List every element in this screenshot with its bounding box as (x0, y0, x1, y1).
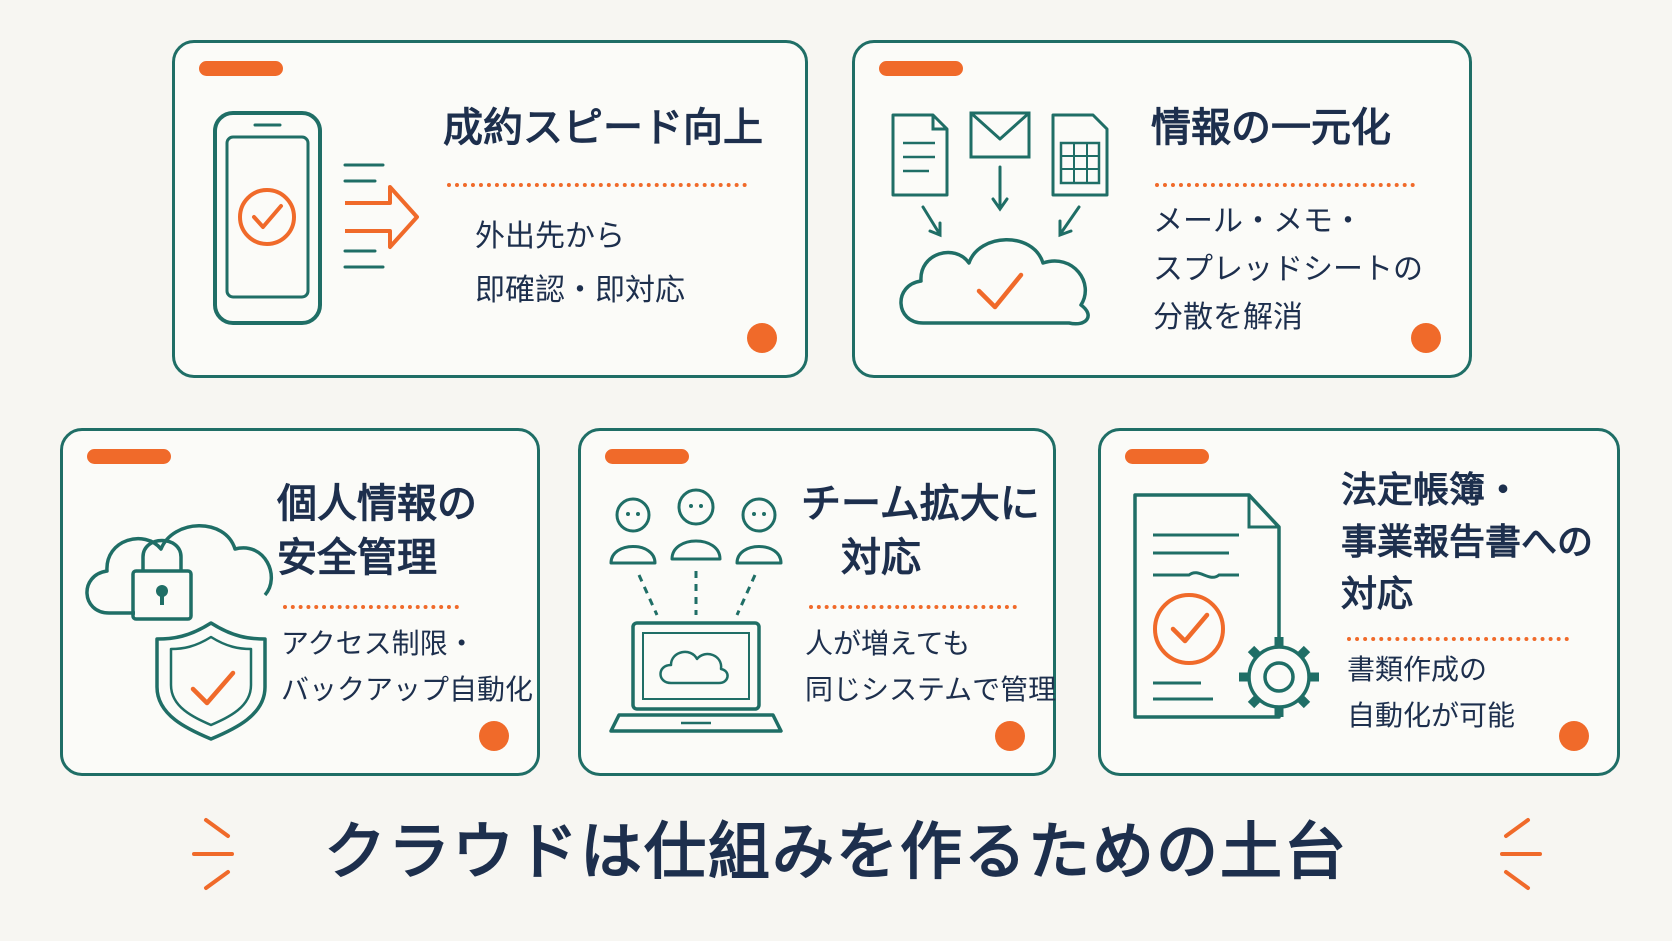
card-description: メール・メモ・ スプレッドシートの 分散を解消 (1153, 198, 1423, 342)
card-title-line: 法定帳簿・ (1341, 470, 1522, 511)
document-gear-check-icon (1133, 493, 1319, 719)
card-description: 人が増えても 同じシステムで管理 (805, 621, 1056, 713)
card-title-line: 対応 (1341, 574, 1414, 615)
card-title-line: 対応 (841, 535, 921, 581)
smartphone-check-icon (213, 111, 419, 325)
card-title-line: 成約スピード向上 (443, 105, 763, 151)
card-title: 個人情報の 安全管理 (277, 477, 477, 585)
card-tab (1125, 449, 1209, 464)
card-title-line: 事業報告書への (1341, 522, 1594, 563)
card-tab (879, 61, 963, 76)
card-desc-line: 外出先から (475, 219, 625, 254)
card-title: 情報の一元化 (1151, 101, 1391, 155)
burst-left-icon (192, 818, 234, 890)
card-title: 成約スピード向上 (443, 101, 763, 155)
card-security: 個人情報の 安全管理 アクセス制限・ バックアップ自動化 (60, 428, 540, 776)
card-desc-line: 即確認・即対応 (475, 273, 685, 308)
card-desc-line: 自動化が可能 (1347, 699, 1516, 732)
card-desc-line: 書類作成の (1347, 653, 1488, 686)
card-tab (605, 449, 689, 464)
card-divider (809, 605, 1017, 609)
card-description: アクセス制限・ バックアップ自動化 (281, 621, 533, 713)
card-description: 外出先から 即確認・即対応 (475, 213, 685, 315)
card-dot (479, 721, 509, 751)
card-divider (447, 183, 747, 187)
card-centralization: 情報の一元化 メール・メモ・ スプレッドシートの 分散を解消 (852, 40, 1472, 378)
card-title-line: チーム拡大に (801, 481, 1040, 527)
card-desc-line: 分散を解消 (1153, 300, 1303, 335)
card-divider (283, 605, 459, 609)
card-speed: 成約スピード向上 外出先から 即確認・即対応 (172, 40, 808, 378)
card-dot (995, 721, 1025, 751)
card-team: チーム拡大に 対応 人が増えても 同じシステムで管理 (578, 428, 1056, 776)
card-desc-line: メール・メモ・ (1153, 204, 1363, 239)
card-title-line: 個人情報の (277, 481, 477, 527)
card-description: 書類作成の 自動化が可能 (1347, 647, 1515, 739)
card-dot (747, 323, 777, 353)
card-tab (199, 61, 283, 76)
card-title: チーム拡大に 対応 (801, 477, 1040, 585)
card-desc-line: 同じシステムで管理 (805, 673, 1057, 706)
card-title: 法定帳簿・ 事業報告書への 対応 (1341, 465, 1593, 621)
card-desc-line: アクセス制限・ (281, 627, 476, 660)
cloud-lock-shield-icon (85, 524, 273, 741)
card-desc-line: 人が増えても (805, 627, 971, 660)
card-divider (1347, 637, 1569, 641)
card-dot (1411, 323, 1441, 353)
footer-tagline: クラウドは仕組みを作るための土台 (323, 815, 1348, 888)
card-desc-line: バックアップ自動化 (281, 673, 534, 706)
card-title-line: 安全管理 (277, 535, 437, 581)
card-desc-line: スプレッドシートの (1153, 252, 1423, 287)
burst-right-icon (1500, 818, 1542, 890)
documents-to-cloud-icon (891, 111, 1109, 326)
card-divider (1155, 183, 1415, 187)
team-laptop-cloud-icon (609, 488, 783, 733)
card-title-line: 情報の一元化 (1151, 105, 1391, 151)
card-dot (1559, 721, 1589, 751)
card-legal-documents: 法定帳簿・ 事業報告書への 対応 書類作成の 自動化が可能 (1098, 428, 1620, 776)
card-tab (87, 449, 171, 464)
